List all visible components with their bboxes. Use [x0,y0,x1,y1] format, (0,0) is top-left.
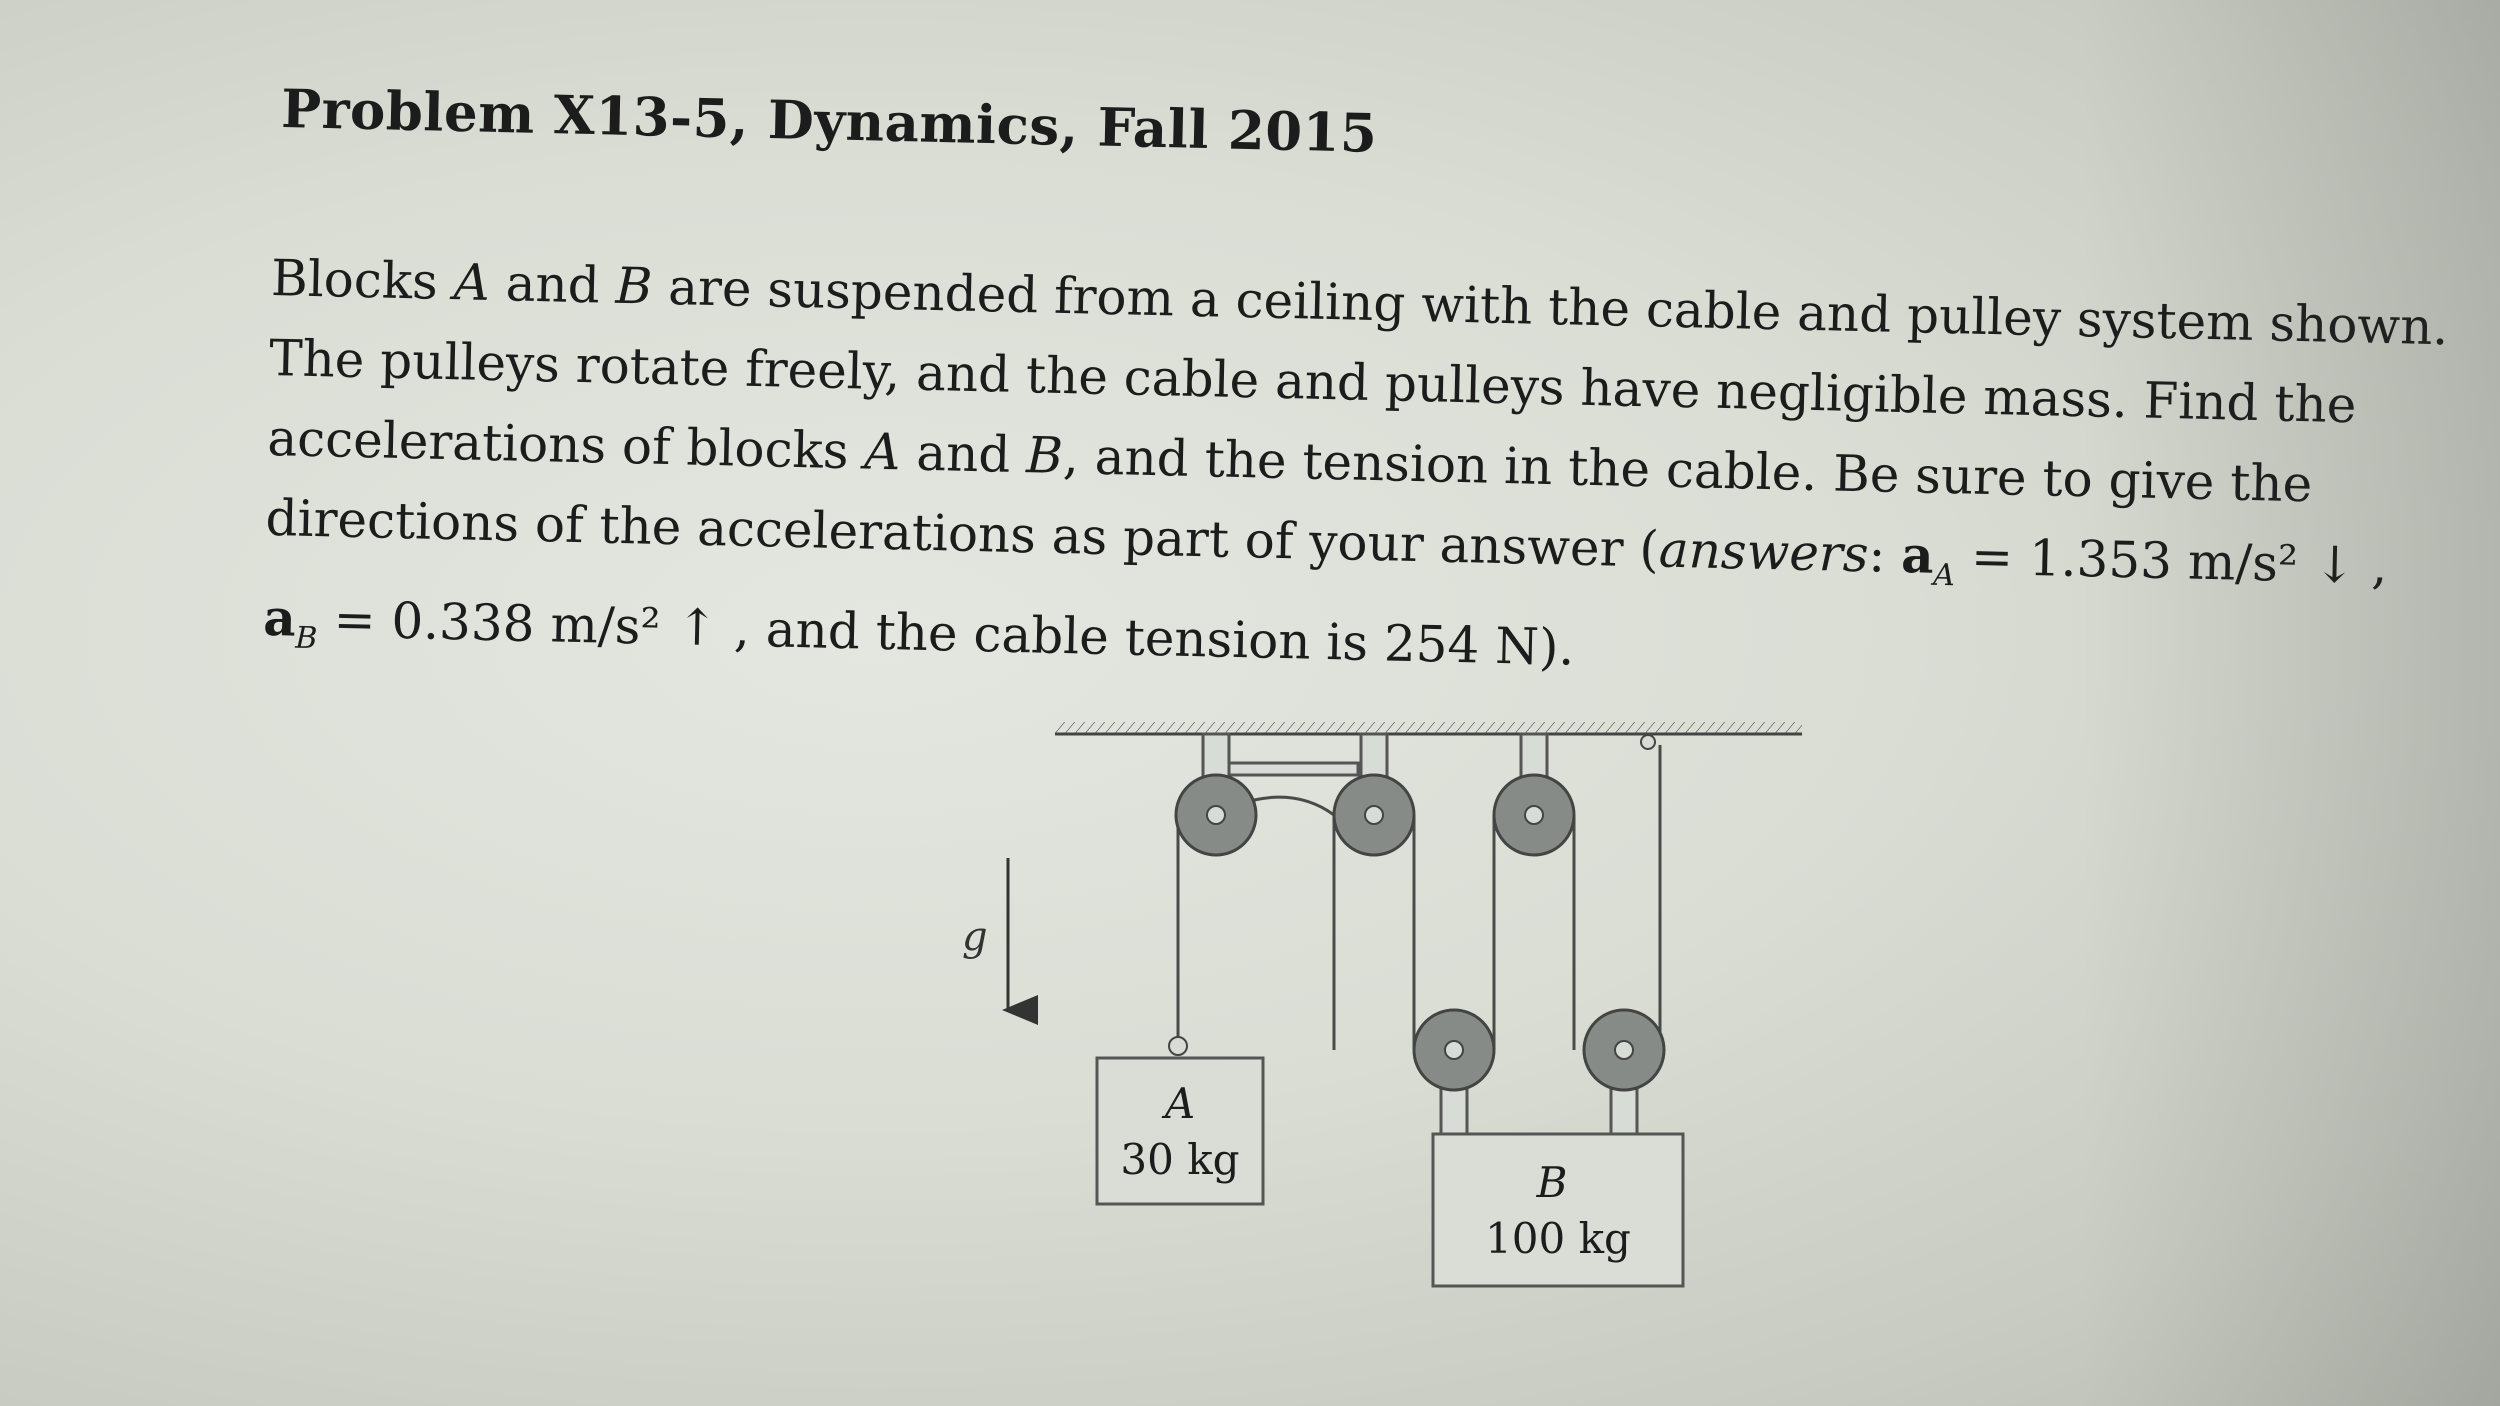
block-b-mass: 100 kg [1485,1214,1631,1263]
cable [1176,745,1662,1050]
block-a-mass: 30 kg [1120,1135,1239,1184]
cable-anchor [1640,734,1656,750]
block-b: B 100 kg [1431,1132,1685,1288]
gravity-label: g [962,914,988,960]
pulley-crossbar [1224,761,1360,777]
block-a-name: A [1161,1079,1195,1128]
block-a-hook [1168,1036,1188,1056]
gravity-arrow: g [962,858,1038,1025]
block-a: A 30 kg [1095,1056,1265,1206]
top-pulley-2 [1332,773,1416,857]
block-b-name: B [1536,1158,1568,1207]
top-pulley-1 [1174,773,1258,857]
lower-pulley-1 [1412,1008,1496,1092]
ceiling [1055,722,1802,736]
pulley-hangers [1201,732,1639,1138]
lower-pulley-2 [1582,1008,1666,1092]
top-pulley-3 [1492,773,1576,857]
